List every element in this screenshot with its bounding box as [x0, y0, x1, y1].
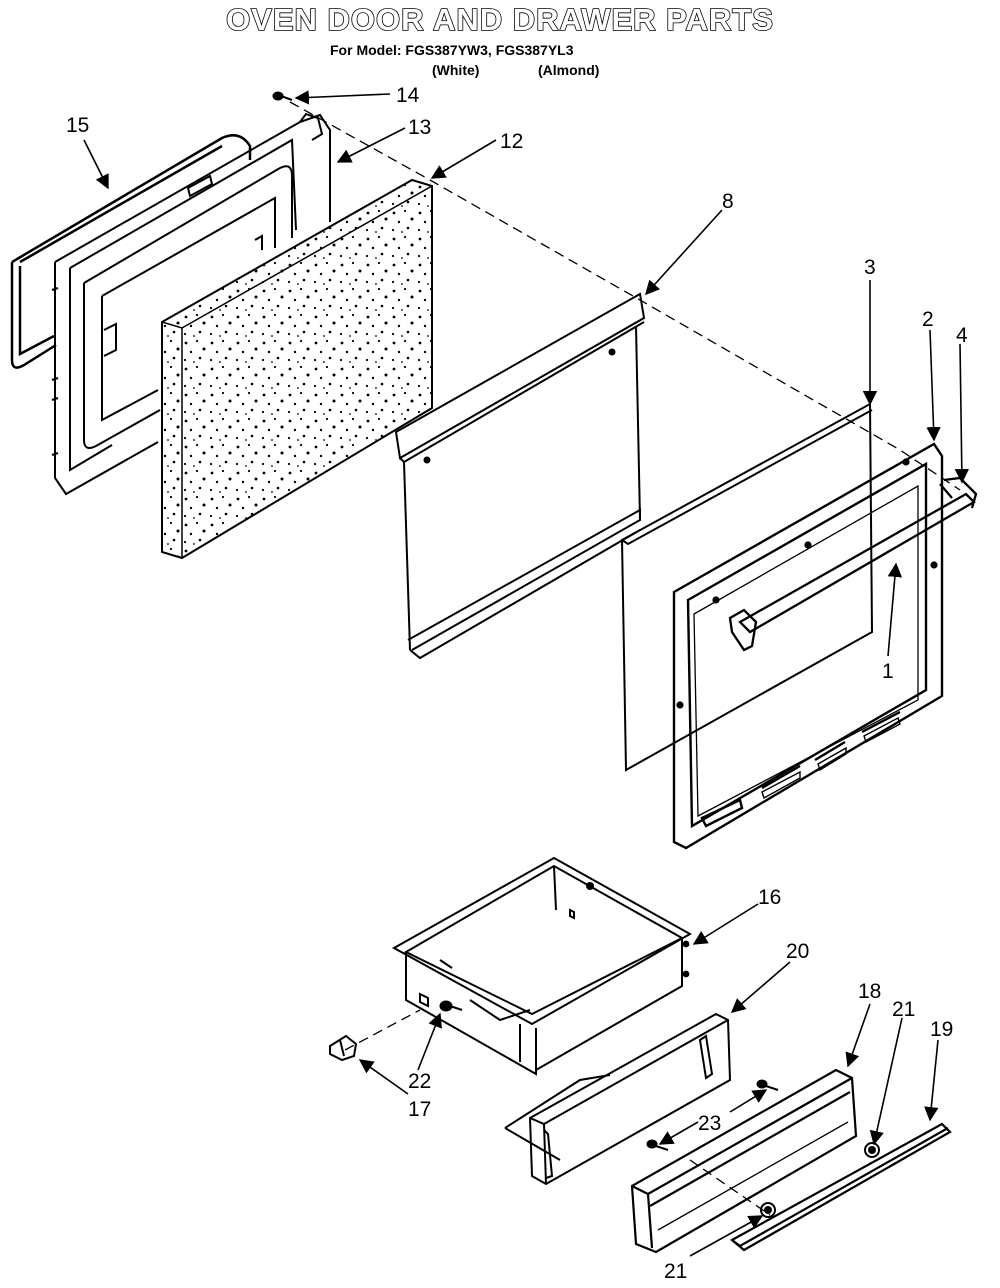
callout-17: 17 [408, 1098, 431, 1121]
part-13-inner-door-panel [51, 112, 331, 496]
callout-1: 1 [882, 660, 894, 683]
callout-19: 19 [930, 1018, 953, 1041]
callout-21-bottom: 21 [664, 1260, 687, 1283]
part-23-screw-a [756, 1079, 779, 1091]
part-21-nut-a [864, 1142, 880, 1158]
callout-3: 3 [864, 256, 876, 279]
part-22-screw [439, 1000, 463, 1012]
part-23-screw-b [646, 1139, 669, 1151]
part-21-nut-b [760, 1202, 776, 1218]
part-19-trim-strip [730, 1122, 952, 1252]
model-line: For Model: FGS387YW3, FGS387YL3 [330, 42, 574, 58]
variant-almond: (Almond) [538, 62, 600, 78]
part-18-drawer-front [630, 1068, 858, 1254]
part-14-screw [272, 91, 293, 101]
callout-16: 16 [758, 886, 781, 909]
page-title: OVEN DOOR AND DRAWER PARTS [225, 1, 774, 38]
part-3-glass [620, 402, 874, 772]
callout-22: 22 [408, 1070, 431, 1093]
callout-13: 13 [408, 116, 431, 139]
part-16-drawer [391, 856, 693, 1076]
part-20-drawer-panel [504, 1012, 732, 1186]
callout-20: 20 [786, 940, 809, 963]
callout-21-top: 21 [892, 998, 915, 1021]
callout-15: 15 [66, 114, 89, 137]
part-15-door-gasket [10, 134, 252, 369]
part-2-outer-door-frame [672, 442, 944, 850]
leader-lines [83, 90, 970, 1257]
part-1-door-handle [728, 476, 978, 652]
part-8-window-frame [394, 292, 646, 660]
callout-23: 23 [698, 1112, 721, 1135]
callout-12: 12 [500, 130, 523, 153]
variant-white: (White) [432, 62, 480, 78]
callout-18: 18 [858, 980, 881, 1003]
part-12-insulation [161, 178, 433, 560]
callout-14: 14 [396, 84, 420, 107]
callout-8: 8 [722, 190, 734, 213]
callout-4: 4 [956, 324, 968, 347]
part-17-clip [329, 1034, 358, 1062]
callout-2: 2 [922, 308, 934, 331]
